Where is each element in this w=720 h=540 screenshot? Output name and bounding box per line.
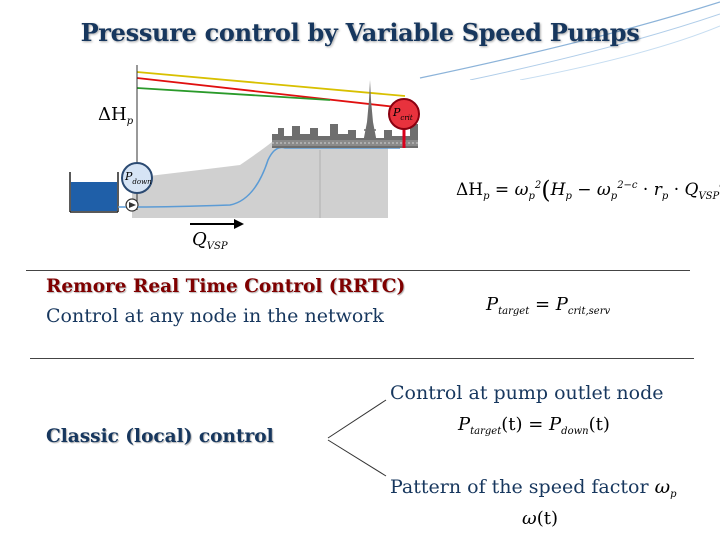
flow-arrow-icon	[190, 219, 244, 229]
eiffel-tower-icon	[362, 80, 378, 148]
rrtc-formula: Ptarget = Pcrit,serv	[486, 294, 611, 317]
outlet-formula: Ptarget(t) = Pdown(t)	[458, 414, 610, 437]
rrtc-subtext: Control at any node in the network	[46, 305, 384, 327]
gauge-crit-label: Pcrit	[393, 106, 413, 122]
speed-factor-symbol: ωp	[654, 476, 677, 500]
pump-network-diagram	[69, 65, 418, 229]
page-title: Pressure control by Variable Speed Pumps	[80, 18, 640, 47]
tank-icon	[69, 172, 119, 213]
divider-middle	[30, 358, 694, 359]
flow-label: QVSP	[192, 229, 228, 252]
grade-line-green	[136, 87, 331, 101]
head-formula: ΔHp = ωp2(Hp − ωp2−c · rp · QVSPc)	[456, 176, 720, 204]
gauge-down-label: Pdown	[125, 170, 152, 186]
rrtc-heading: Remore Real Time Control (RRTC)	[46, 276, 406, 297]
decorative-swoosh	[419, 1, 720, 80]
delta-h-label: ΔHp	[98, 104, 134, 127]
pressure-gauge-icon	[121, 162, 153, 194]
city-skyline-icon	[272, 124, 418, 148]
pattern-formula: ω(t)	[522, 508, 558, 529]
classic-option-pattern: Pattern of the speed factor ωp	[390, 476, 677, 500]
classic-option-outlet: Control at pump outlet node	[390, 382, 664, 404]
grade-line-red	[136, 77, 406, 109]
pump-icon	[125, 198, 139, 212]
pressure-gauge-crit-icon	[388, 98, 420, 130]
divider-top	[26, 270, 690, 271]
pattern-label: Pattern of the speed factor	[390, 476, 649, 498]
grade-line-yellow	[136, 71, 406, 97]
classic-heading: Classic (local) control	[46, 426, 274, 447]
